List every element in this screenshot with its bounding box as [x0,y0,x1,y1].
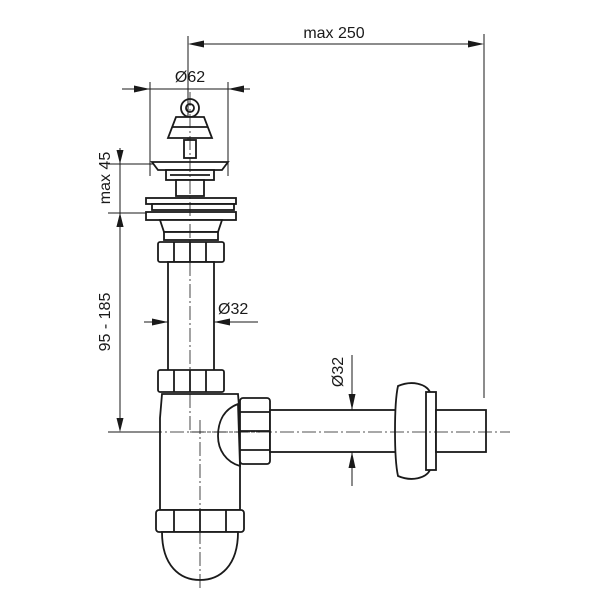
dimension-pipe-diameter-vertical: Ø32 [144,301,258,326]
dimension-strainer-diameter: Ø62 [122,69,250,176]
drop-range-label: 95 - 185 [97,293,114,352]
center-lines [148,92,510,590]
vertical-tailpipe [167,261,215,373]
pipe-diameter-outlet-label: Ø32 [330,357,347,387]
lower-coupling-nut [157,369,225,393]
horizontal-outlet-pipe [269,409,403,453]
max-width-label: max 250 [303,25,364,42]
dimension-pipe-diameter-outlet: Ø32 [330,355,356,486]
strainer-diameter-label: Ø62 [175,69,205,86]
sink-strainer-plug [145,98,237,241]
pipe-diameter-vertical-label: Ø32 [218,301,248,318]
bottle-trap-body [159,393,271,511]
upper-coupling-nut [157,241,225,263]
wall-rosette [394,382,487,480]
height-adjust-label: max 45 [97,152,114,205]
dimension-drop-range: 95 - 185 [97,213,160,433]
dimension-max-width: max 250 [187,25,485,398]
